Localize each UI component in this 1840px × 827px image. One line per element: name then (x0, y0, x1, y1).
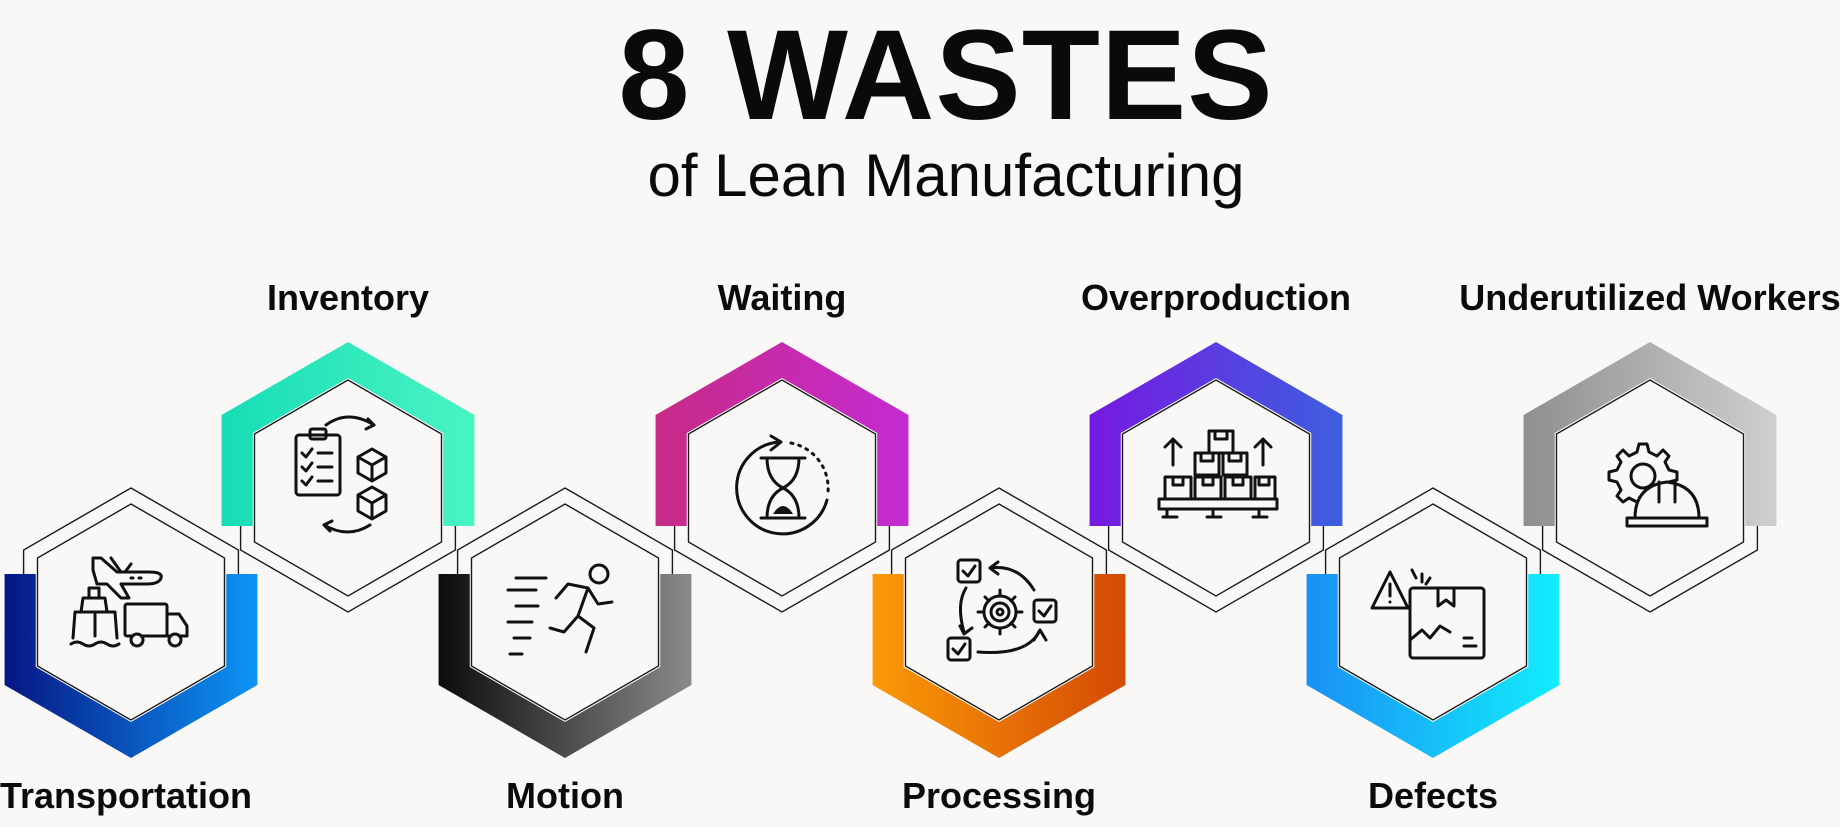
page-subtitle: of Lean Manufacturing (647, 142, 1245, 209)
waiting-outline-inner (687, 379, 877, 597)
defects-icon (1370, 568, 1486, 660)
inventory-outline-inner (253, 379, 443, 597)
motion-band (438, 574, 692, 758)
overproduction-icon (1157, 429, 1279, 519)
processing-outline-inner (904, 503, 1094, 721)
motion-outline-inner (470, 503, 660, 721)
overproduction-band (1089, 342, 1343, 526)
waiting-band (655, 342, 909, 526)
waste-label-overproduction: Overproduction (1081, 277, 1351, 318)
underutilized-workers-band (1523, 342, 1777, 526)
waste-label-defects: Defects (1368, 775, 1498, 816)
motion-icon (506, 563, 614, 656)
inventory-band (221, 342, 475, 526)
defects-outline-inner (1338, 503, 1528, 721)
waste-label-transportation: Transportation (0, 775, 252, 816)
waste-label-processing: Processing (902, 775, 1096, 816)
waste-label-underutilized-workers: Underutilized Workers (1459, 277, 1840, 318)
defects-band (1306, 574, 1560, 758)
waste-label-waiting: Waiting (718, 277, 847, 318)
underutilized-workers-outline-inner (1555, 379, 1745, 597)
underutilized-workers-icon (1607, 442, 1709, 528)
processing-icon (946, 558, 1058, 662)
overproduction-outline-inner (1121, 379, 1311, 597)
transportation-icon (69, 556, 189, 648)
transportation-band (4, 574, 258, 758)
waste-label-motion: Motion (506, 775, 624, 816)
transportation-outline-inner (36, 503, 226, 721)
page-title: 8 WASTES (618, 4, 1274, 147)
processing-band (872, 574, 1126, 758)
waiting-icon (735, 434, 830, 536)
inventory-icon (294, 415, 388, 534)
waste-label-inventory: Inventory (267, 277, 429, 318)
